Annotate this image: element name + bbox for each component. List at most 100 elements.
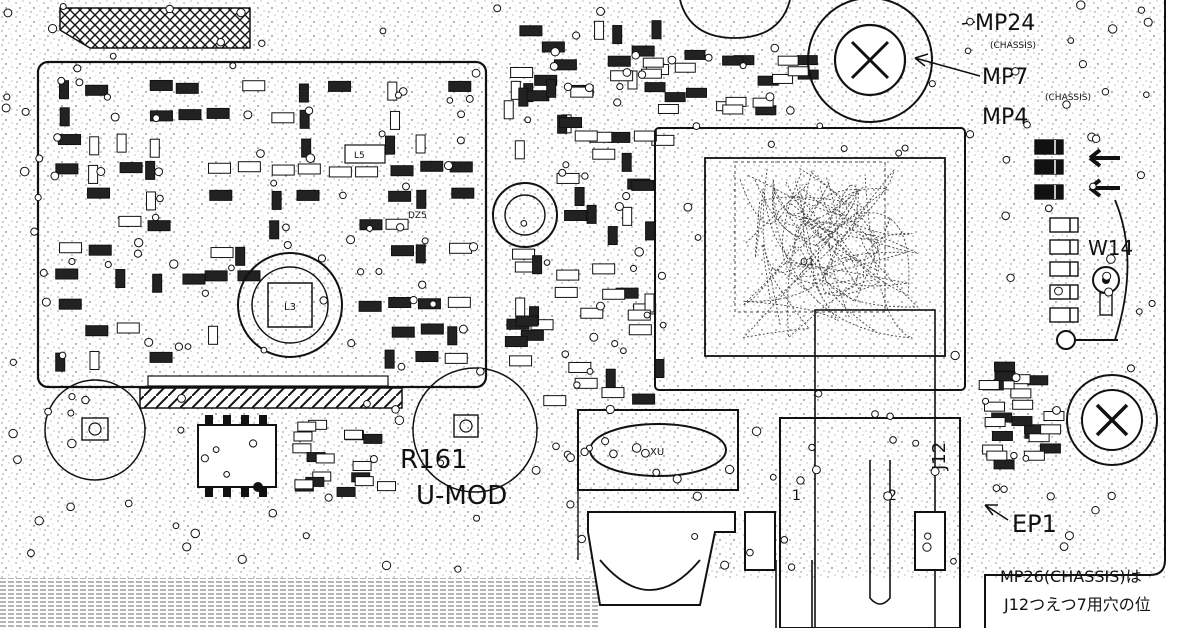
trace [742, 177, 892, 322]
via [808, 443, 816, 452]
smd-part [991, 430, 1013, 441]
smd-part [116, 322, 140, 334]
via [396, 223, 405, 232]
via [152, 114, 161, 123]
ic-pin [241, 415, 249, 425]
ic-pin [259, 487, 267, 497]
smd-part [644, 82, 666, 93]
via [471, 68, 481, 78]
smd-part [520, 329, 544, 341]
via [1076, 0, 1086, 10]
r161-label: R161 [400, 445, 468, 475]
via [1044, 204, 1053, 213]
via [228, 264, 235, 272]
via [243, 110, 253, 120]
smd-part [1011, 416, 1033, 427]
trace [742, 182, 875, 339]
via [465, 94, 474, 103]
via [324, 493, 333, 502]
smd-part [449, 242, 473, 254]
via [964, 47, 972, 55]
smd-part [556, 172, 580, 184]
smd-part [447, 326, 458, 346]
smd-part [515, 315, 539, 327]
via [248, 439, 258, 448]
via [572, 31, 581, 40]
via [134, 238, 144, 248]
via [787, 563, 796, 571]
via [270, 179, 278, 187]
via [601, 437, 610, 446]
via [1001, 211, 1010, 221]
tuning-capacitor-inner [504, 194, 546, 236]
screw-bottom-right-washer [1066, 374, 1158, 466]
smd-part [674, 62, 696, 73]
via [268, 508, 278, 518]
via [704, 53, 713, 62]
smd-part [298, 83, 309, 103]
via [1143, 91, 1150, 99]
smd-part [752, 97, 774, 108]
via [154, 167, 164, 177]
coil-l3: L3 [237, 252, 343, 358]
smd-part [175, 82, 199, 94]
smd-part [237, 270, 261, 282]
via [692, 491, 702, 501]
via [305, 153, 316, 163]
ic-modulator-pins [205, 415, 267, 497]
via [1062, 100, 1071, 109]
via [418, 280, 427, 289]
smd-part [986, 450, 1008, 461]
smd-part [1040, 424, 1062, 435]
smd-part [88, 164, 99, 184]
via [256, 149, 265, 158]
smd-part [242, 80, 266, 92]
smd-part [631, 179, 655, 191]
via [1091, 134, 1101, 144]
smd-part [344, 429, 364, 440]
via [1064, 531, 1074, 541]
via [363, 399, 371, 408]
jack-pin2-label: 2 [888, 488, 897, 504]
via [8, 428, 18, 439]
smd-part [993, 459, 1015, 470]
via [524, 116, 532, 124]
via [379, 27, 387, 35]
via [566, 500, 575, 509]
via [611, 340, 619, 348]
smd-part [88, 244, 112, 256]
smd-part [685, 87, 707, 98]
smd-part [89, 136, 100, 156]
via [47, 23, 58, 34]
via [552, 442, 560, 451]
via [739, 62, 747, 70]
diode [1034, 184, 1064, 200]
trace [787, 170, 908, 335]
trimmer-left [44, 379, 146, 481]
smd-part [559, 117, 583, 129]
smd-part [1039, 443, 1061, 454]
via [1011, 373, 1021, 383]
via [1059, 542, 1069, 551]
smd-part [152, 273, 163, 293]
smd-part [85, 84, 109, 96]
jack-j12-outline [779, 417, 961, 628]
via [1, 103, 11, 113]
note-line-1: MP26(CHASSIS)は [1000, 567, 1142, 586]
jack-j12-tab-right [914, 511, 946, 571]
via [982, 397, 990, 405]
smd-part [546, 78, 557, 98]
smd-part [514, 140, 525, 160]
via [883, 491, 893, 501]
smd-part [388, 190, 412, 202]
smd-part [293, 431, 313, 442]
inductor-l5-label: L5 [354, 151, 365, 161]
smd-part [352, 460, 372, 471]
smd-part [210, 247, 234, 259]
via [34, 516, 44, 526]
via [67, 409, 75, 417]
trimmer-r161-screw [459, 419, 473, 433]
via [156, 194, 164, 203]
